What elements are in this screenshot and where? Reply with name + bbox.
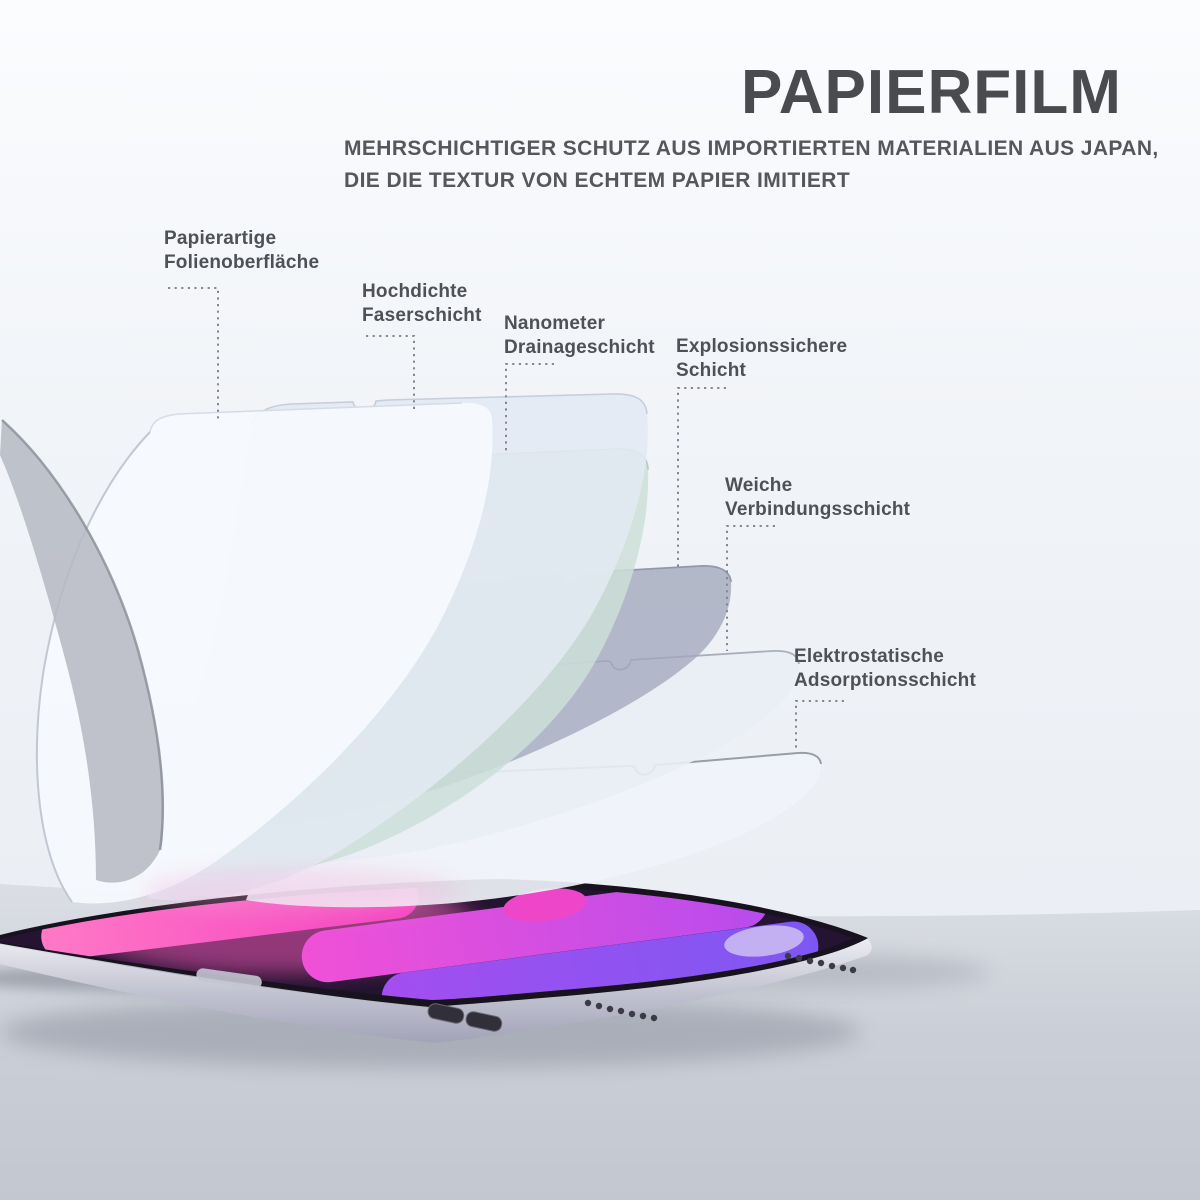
subtitle-line-2: DIE DIE TEXTUR VON ECHTEM PAPIER IMITIER… <box>344 169 851 192</box>
tablet-port-cutouts <box>427 1003 503 1032</box>
leader-line-3 <box>505 363 554 452</box>
label-explosion-proof-layer: Explosionssichere Schicht <box>676 335 847 383</box>
label-paper-like-film-surface: Papierartige Folienoberfläche <box>164 227 319 275</box>
label-line: Explosionssichere <box>676 336 848 357</box>
page-subtitle: MEHRSCHICHTIGER SCHUTZ AUS IMPORTIERTEN … <box>344 133 1159 197</box>
leader-line-2 <box>366 335 415 412</box>
label-nanometer-drainage-layer: Nanometer Drainageschicht <box>504 312 655 360</box>
leader-line-6 <box>795 700 844 749</box>
label-line: Drainageschicht <box>504 337 655 358</box>
label-line: Hochdichte <box>362 281 468 302</box>
leader-line-5 <box>726 525 775 651</box>
label-line: Nanometer <box>504 313 606 334</box>
label-line: Adsorptionsschicht <box>794 670 977 691</box>
label-line: Papierartige <box>164 228 277 249</box>
subtitle-line-1: MEHRSCHICHTIGER SCHUTZ AUS IMPORTIERTEN … <box>344 137 1159 160</box>
screen-glow-reflection <box>140 868 460 916</box>
tablet-speaker-holes <box>584 952 857 1022</box>
leader-line-1 <box>168 287 219 422</box>
label-soft-bonding-layer: Weiche Verbindungsschicht <box>725 474 910 522</box>
layer-curl-edge <box>0 419 164 883</box>
tablet-side-rail <box>0 939 872 1043</box>
leader-lines <box>168 287 844 749</box>
label-line: Folienoberfläche <box>164 252 320 273</box>
film-layer-stack <box>0 393 822 916</box>
label-line: Faserschicht <box>362 305 482 326</box>
label-line: Weiche <box>725 475 793 496</box>
label-line: Elektrostatische <box>794 646 944 667</box>
label-high-density-fiber-layer: Hochdichte Faserschicht <box>362 280 482 328</box>
page-title: PAPIERFILM <box>741 58 1122 127</box>
leader-line-4 <box>677 387 726 567</box>
label-line: Verbindungsschicht <box>725 499 911 520</box>
label-electrostatic-adsorption-layer: Elektrostatische Adsorptionsschicht <box>794 645 976 693</box>
tablet-volume-button <box>196 968 262 989</box>
label-line: Schicht <box>676 360 747 381</box>
